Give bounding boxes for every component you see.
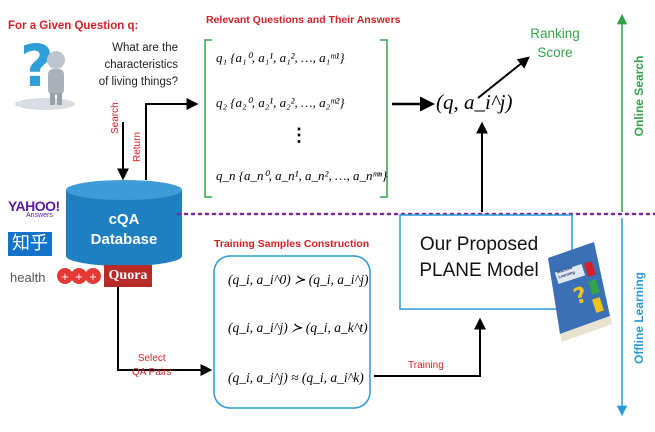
training-rule: (q_i, a_i^0) ≻ (q_i, a_i^j) bbox=[228, 272, 369, 287]
return-label: Return bbox=[132, 131, 143, 162]
question-line: of living things? bbox=[98, 76, 178, 88]
training-rule: (q_i, a_i^j) ≈ (q_i, a_i^k) bbox=[228, 370, 364, 385]
model-line: PLANE Model bbox=[419, 260, 539, 281]
relevant-row: q_n {a_n⁰, a_n¹, a_n², …, a_nᵐⁿ} bbox=[216, 168, 388, 183]
return-arrow bbox=[145, 98, 199, 180]
yahoo-answers-logo: YAHOO! Answers bbox=[8, 198, 60, 219]
training-arrow bbox=[374, 317, 486, 377]
relevant-row: q₁ {a₁⁰, a₁¹, a₁², …, a₁ᵐ¹} bbox=[216, 50, 345, 65]
training-title: Training Samples Construction bbox=[214, 238, 370, 250]
model-label: Our Proposed PLANE Model bbox=[404, 232, 554, 284]
relevant-title: Relevant Questions and Their Answers bbox=[206, 14, 401, 26]
ranking-line: Ranking bbox=[530, 26, 580, 41]
question-person-icon: ? bbox=[15, 32, 75, 110]
svg-text:+: + bbox=[89, 272, 97, 283]
relevant-answers-bracket bbox=[204, 39, 388, 198]
relevant-row: q₂ {a₂⁰, a₂¹, a₂², …, a₂ᵐ²} bbox=[216, 95, 345, 110]
database-line: cQA bbox=[108, 211, 140, 228]
qa-pair: (q, a_i^j) bbox=[436, 90, 513, 114]
question-line: What are the bbox=[112, 42, 178, 54]
select-label: Select QA Pairs bbox=[132, 352, 171, 380]
select-arrow bbox=[117, 284, 213, 376]
svg-text:+: + bbox=[61, 272, 69, 283]
training-rule: (q_i, a_i^j) ≻ (q_i, a_k^t) bbox=[228, 320, 368, 335]
machine-learning-book-icon: ? bbox=[548, 242, 612, 342]
svg-text:+: + bbox=[75, 272, 83, 283]
health-logo-text: health bbox=[10, 270, 46, 285]
ranking-line: Score bbox=[537, 45, 573, 60]
yahoo-logo-sub: Answers bbox=[26, 212, 53, 219]
model-box bbox=[399, 214, 573, 310]
question-heading: For a Given Question q: bbox=[8, 20, 139, 32]
training-samples-box bbox=[213, 255, 371, 409]
ranking-score: Ranking Score bbox=[520, 24, 590, 62]
database-line: Database bbox=[90, 231, 158, 248]
search-label: Search bbox=[110, 102, 121, 134]
select-line: QA Pairs bbox=[132, 367, 172, 378]
yahoo-logo-text: YAHOO! bbox=[8, 198, 60, 214]
select-line: Select bbox=[137, 353, 166, 364]
relevant-ellipsis: ⋮ bbox=[290, 125, 308, 145]
model-line: Our Proposed bbox=[419, 234, 539, 255]
health-logo: health bbox=[10, 270, 45, 285]
to-ranking-arrow bbox=[477, 56, 530, 99]
cqa-database-icon bbox=[66, 180, 182, 266]
database-label: cQA Database bbox=[66, 210, 182, 250]
online-search-label: Online Search bbox=[632, 55, 646, 137]
question-text: What are the characteristics of living t… bbox=[88, 40, 178, 91]
health-circles-icon: + + + bbox=[57, 268, 101, 284]
question-line: characteristics bbox=[104, 59, 179, 71]
offline-learning-label: Offline Learning bbox=[632, 272, 646, 365]
zhihu-logo: 知乎 bbox=[8, 232, 52, 256]
quora-logo: Quora bbox=[104, 265, 152, 287]
training-label: Training bbox=[408, 360, 444, 371]
